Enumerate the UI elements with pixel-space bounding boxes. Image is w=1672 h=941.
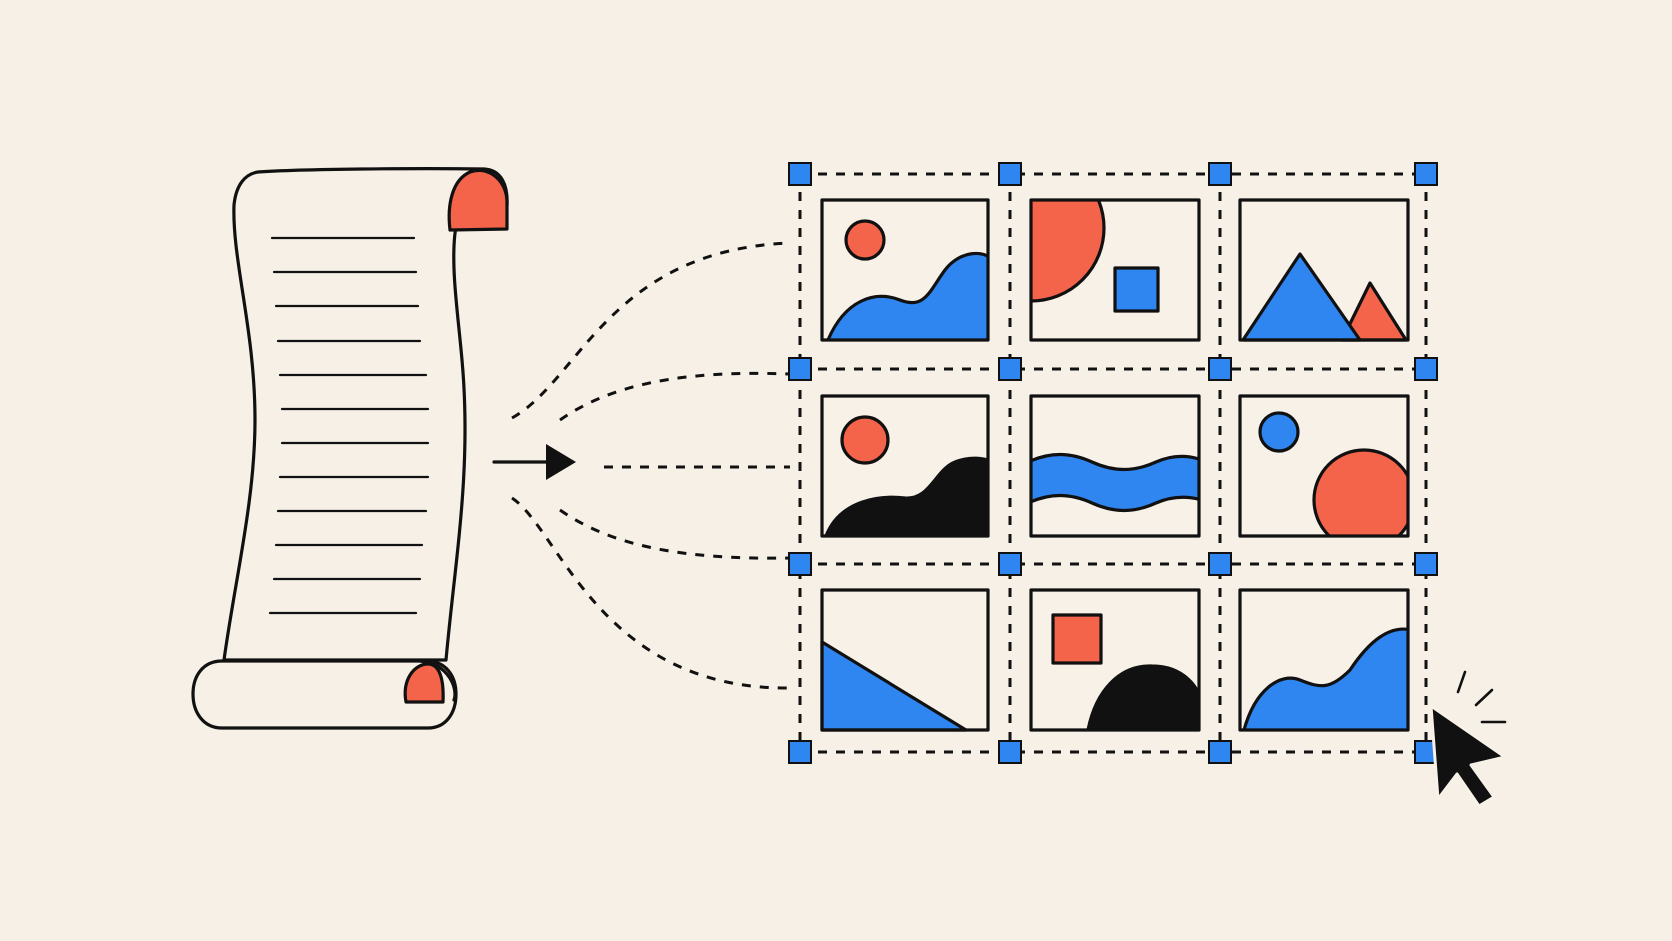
scroll-bottom-curl [403,662,445,704]
red-half-circle [1312,448,1408,536]
image-card-r2-c3[interactable] [1238,394,1414,550]
selection-handle-icon[interactable] [1414,162,1438,186]
selection-handle-icon[interactable] [788,162,812,186]
image-card-r3-c2[interactable] [1029,588,1201,734]
grid-dashed-lines [798,172,1428,754]
blue-square [1113,266,1160,313]
selection-handle-icon[interactable] [998,552,1022,576]
scroll-top-curl [447,168,509,232]
scroll-paper [222,167,486,662]
selection-handle-icon[interactable] [1208,552,1232,576]
image-card-r3-c3[interactable] [1238,588,1412,734]
selection-handle-icon[interactable] [998,740,1022,764]
selection-handle-icon[interactable] [788,740,812,764]
blue-wave-band [1031,452,1199,513]
mouse-cursor-icon [1429,670,1507,808]
selection-handle-icon[interactable] [1414,357,1438,381]
selection-handle-icon[interactable] [788,357,812,381]
image-card-r3-c1[interactable] [820,588,990,732]
selection-handles [788,162,1438,764]
dashed-connectors [511,241,791,690]
blue-hill-shape [826,251,988,340]
selection-handle-icon[interactable] [1208,740,1232,764]
selection-handle-icon[interactable] [788,552,812,576]
selection-handle-icon[interactable] [998,162,1022,186]
red-square [1051,613,1103,665]
image-card-r1-c3[interactable] [1238,198,1410,342]
scroll-icon [191,167,509,730]
black-hill-shape [824,456,988,536]
red-sun-circle [844,219,886,261]
scroll-bottom-roll [191,659,458,730]
blue-sun-circle [1258,411,1300,453]
selection-handle-icon[interactable] [1208,162,1232,186]
selection-handle-icon[interactable] [998,357,1022,381]
image-card-r1-c1[interactable] [820,198,992,344]
blue-hill-shape [1242,627,1408,730]
arrow-right-icon [492,444,576,480]
selection-handle-icon[interactable] [1414,552,1438,576]
red-sun-circle [840,415,890,465]
red-quarter-circle [1031,200,1106,303]
image-card-r2-c1[interactable] [820,394,992,540]
image-card-r1-c2[interactable] [958,155,1201,342]
scroll-text-lines [268,236,430,615]
selection-handle-icon[interactable] [1208,357,1232,381]
image-card-r2-c2[interactable] [1028,394,1202,538]
